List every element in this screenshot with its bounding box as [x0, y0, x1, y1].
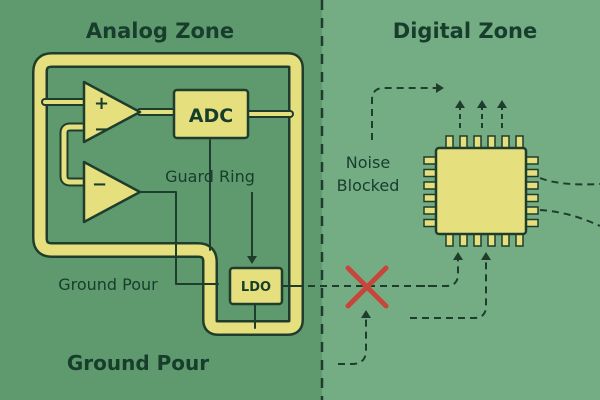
digital-flow-lines — [338, 83, 600, 365]
chip-pin-top — [515, 135, 524, 149]
noise-label-line2: Blocked — [337, 176, 400, 195]
chip-pin-left — [423, 206, 437, 215]
op-amp-1: + − — [82, 80, 142, 144]
ground-pour-label-small: Ground Pour — [58, 275, 158, 294]
analog-traces — [41, 98, 297, 329]
digital-zone-title: Digital Zone — [393, 19, 537, 43]
op-amp-1-plus: + — [94, 93, 109, 114]
chip-pin-right — [525, 168, 539, 178]
adc-block: ADC — [172, 88, 250, 140]
op-amp-1-minus: − — [94, 119, 109, 140]
chip-pin-bottom — [501, 233, 510, 247]
guard-ring-label: Guard Ring — [165, 167, 255, 186]
chip-pin-top — [487, 135, 496, 149]
chip-pin-top — [501, 135, 510, 149]
red-x-icon — [345, 265, 389, 309]
chip-pin-left — [423, 193, 437, 203]
noise-label-line1: Noise — [346, 153, 390, 172]
chip-pin-top — [473, 135, 482, 149]
chip-pin-bottom — [473, 233, 482, 247]
ldo-label: LDO — [241, 280, 271, 295]
adc-label: ADC — [189, 105, 233, 127]
chip-pin-right — [525, 156, 539, 165]
chip-output-arrows — [455, 100, 507, 128]
analog-zone-title: Analog Zone — [86, 19, 234, 43]
chip-pin-bottom — [487, 233, 496, 247]
chip-pin-top — [459, 135, 468, 149]
chip-pin-right — [525, 181, 539, 190]
chip-pin-bottom — [445, 233, 454, 247]
digital-chip — [423, 135, 539, 247]
chip-pin-bottom — [459, 233, 468, 247]
chip-pin-left — [423, 156, 437, 165]
op-amp-2: − — [82, 160, 142, 224]
guard-ring — [32, 52, 304, 336]
chip-pin-right — [525, 206, 539, 215]
ldo-block: LDO — [228, 266, 284, 306]
ground-pour-label-large: Ground Pour — [67, 351, 209, 375]
chip-pin-bottom — [515, 233, 524, 247]
chip-pin-left — [423, 168, 437, 178]
chip-body — [434, 146, 528, 236]
chip-pin-left — [423, 218, 437, 228]
chip-pin-top — [445, 135, 454, 149]
chip-pin-right — [525, 193, 539, 203]
chip-pin-right — [525, 218, 539, 228]
chip-pin-left — [423, 181, 437, 190]
op-amp-2-minus: − — [92, 174, 107, 195]
